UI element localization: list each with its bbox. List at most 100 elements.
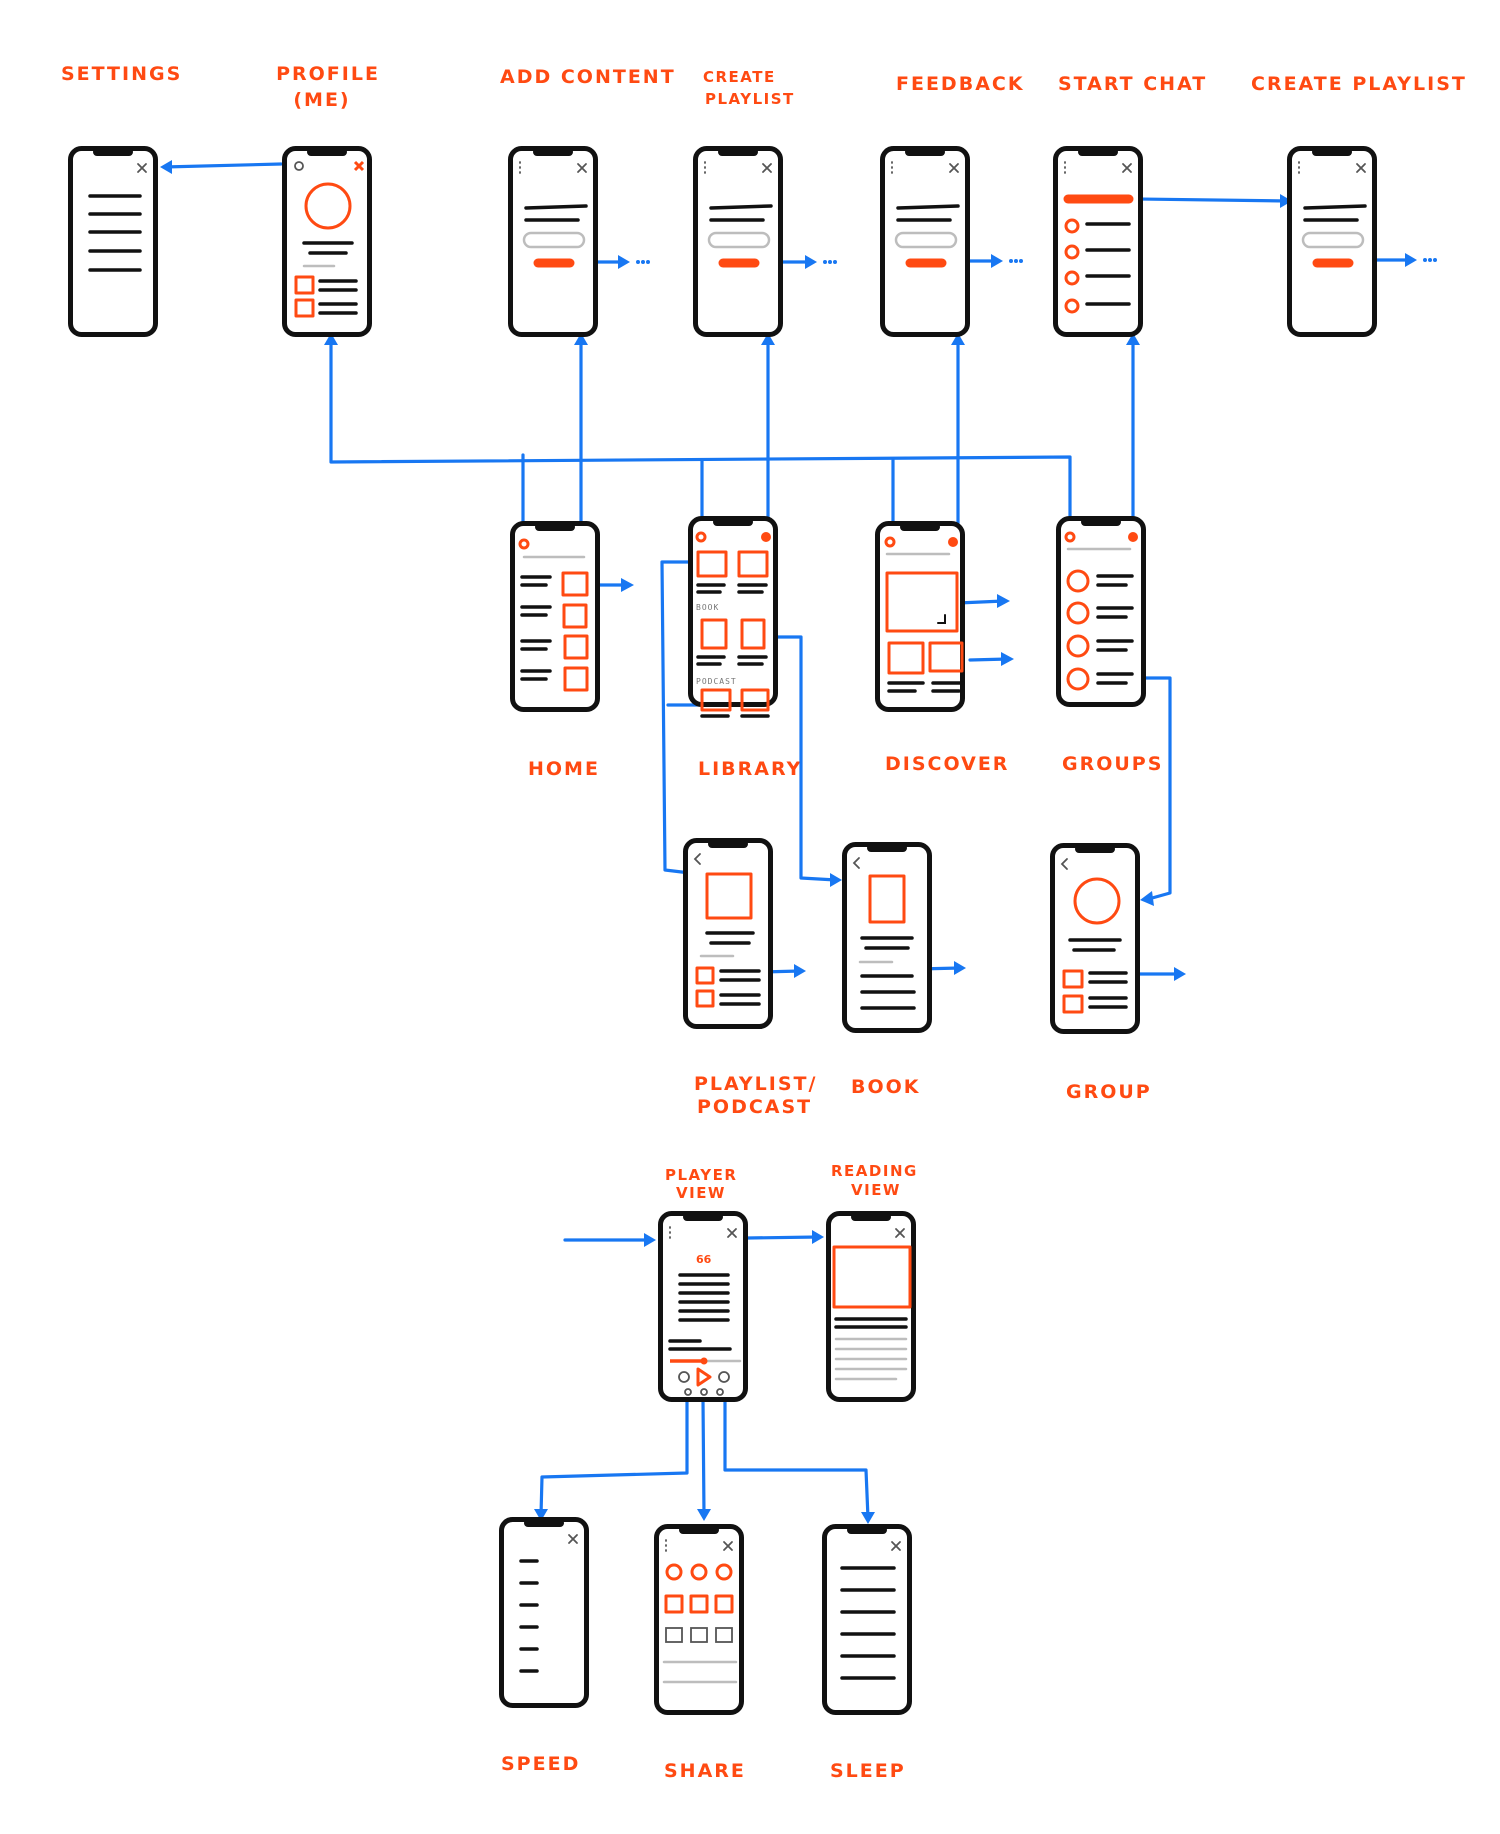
label-reading-view-2: VIEW xyxy=(851,1181,901,1199)
arrowhead-discover-1 xyxy=(997,594,1010,608)
arrowhead-home-stub xyxy=(621,578,634,592)
label-start-chat: START CHAT xyxy=(1058,73,1207,95)
label-playlist-podcast: PLAYLIST/ xyxy=(694,1073,817,1095)
screen-feedback xyxy=(883,148,968,335)
close-icon xyxy=(762,163,772,173)
connector-profile-settings xyxy=(162,162,283,169)
continuation-dots xyxy=(636,258,1437,264)
close-icon xyxy=(577,163,587,173)
arrowhead-sleep xyxy=(861,1512,875,1524)
screen-share xyxy=(657,1526,742,1713)
close-icon xyxy=(949,163,959,173)
connector-player-share xyxy=(701,1398,706,1517)
label-create-playlist-2: PLAYLIST xyxy=(705,90,795,108)
arrowhead-add-content xyxy=(574,333,588,345)
screen-player-view: 66 xyxy=(661,1213,746,1400)
connector-start-chat-create-playlist xyxy=(1138,197,1289,203)
label-player-view-2: VIEW xyxy=(676,1184,726,1202)
label-sleep: SLEEP xyxy=(830,1760,906,1782)
connector-player-speed xyxy=(539,1398,689,1517)
close-icon xyxy=(568,1534,578,1544)
label-speed: SPEED xyxy=(501,1753,580,1775)
profile-icon xyxy=(518,538,530,550)
arrowhead-speed xyxy=(534,1509,548,1521)
connector-player-sleep xyxy=(723,1398,870,1520)
label-add-content: ADD CONTENT xyxy=(500,66,676,88)
close-icon xyxy=(137,163,147,173)
close-icon xyxy=(727,1228,737,1238)
close-icon xyxy=(1122,163,1132,173)
arrowhead-discover-2 xyxy=(1001,652,1014,666)
arrowhead-feedback xyxy=(951,333,965,345)
label-group: GROUP xyxy=(1066,1081,1152,1103)
arrowhead-reading xyxy=(812,1230,824,1244)
label-library: LIBRARY xyxy=(698,758,802,780)
arrowheads xyxy=(160,160,1437,1524)
settings-icon xyxy=(294,161,304,171)
screen-book xyxy=(845,844,930,1031)
avatar xyxy=(304,182,352,230)
arrowhead-profile xyxy=(324,333,338,345)
screen-settings xyxy=(71,148,156,335)
connectors xyxy=(162,162,1414,1520)
profile-icon xyxy=(695,531,707,543)
quote-icon: 66 xyxy=(696,1253,712,1266)
back-icon xyxy=(852,857,860,869)
back-icon xyxy=(693,853,701,865)
rewind-icon[interactable] xyxy=(678,1371,690,1383)
label-share: SHARE xyxy=(664,1760,746,1782)
arrowhead-start-chat xyxy=(1126,333,1140,345)
screen-create-playlist-2 xyxy=(1290,148,1375,335)
label-profile: PROFILE xyxy=(276,63,380,85)
screen-reading-view xyxy=(829,1213,914,1400)
label-settings: SETTINGS xyxy=(61,63,182,85)
sleep-icon[interactable] xyxy=(716,1388,724,1396)
close-icon xyxy=(723,1541,733,1551)
label-create-playlist-right: CREATE PLAYLIST xyxy=(1251,73,1467,95)
section-podcast: PODCAST xyxy=(696,677,737,686)
section-book: BOOK xyxy=(696,603,719,612)
speed-icon[interactable] xyxy=(684,1388,692,1396)
screen-add-content xyxy=(511,148,596,335)
arrowhead-stub-playlist xyxy=(794,964,806,978)
profile-icon xyxy=(1064,531,1076,543)
add-icon xyxy=(761,532,771,542)
arrowhead-create-playlist xyxy=(761,333,775,345)
group-avatar xyxy=(1073,877,1121,925)
close-icon xyxy=(1356,163,1366,173)
arrowhead-stub-feedback xyxy=(991,254,1003,268)
profile-icon xyxy=(884,536,896,548)
back-icon xyxy=(1060,858,1068,870)
arrowhead-stub-book xyxy=(954,961,966,975)
play-icon[interactable] xyxy=(696,1367,712,1387)
arrowhead-settings xyxy=(160,160,172,174)
connector-player-reading xyxy=(746,1235,820,1240)
close-icon xyxy=(891,1541,901,1551)
label-groups: GROUPS xyxy=(1062,753,1163,775)
screen-create-playlist xyxy=(696,148,781,335)
label-discover: DISCOVER xyxy=(885,753,1009,775)
label-home: HOME xyxy=(528,758,600,780)
screen-group xyxy=(1053,845,1138,1032)
forward-icon[interactable] xyxy=(718,1371,730,1383)
label-book: BOOK xyxy=(851,1076,921,1098)
screen-sleep xyxy=(825,1526,910,1713)
screen-home xyxy=(513,523,598,710)
arrowhead-stub-create-2 xyxy=(1405,253,1417,267)
close-icon xyxy=(895,1228,905,1238)
arrowhead-stub-group xyxy=(1174,967,1186,981)
arrowhead-stub-add xyxy=(618,255,630,269)
screen-discover xyxy=(878,523,964,710)
expand-icon xyxy=(937,614,946,624)
label-create-playlist: CREATE xyxy=(703,68,776,86)
share-icon[interactable] xyxy=(700,1388,708,1396)
screen-profile xyxy=(285,148,370,335)
arrowhead-into-player xyxy=(644,1233,656,1247)
screen-speed xyxy=(502,1519,587,1706)
add-icon xyxy=(948,537,958,547)
label-feedback: FEEDBACK xyxy=(896,73,1025,95)
arrowhead-share xyxy=(697,1509,711,1521)
arrowhead-create-playlist-2 xyxy=(1280,194,1292,208)
progress-thumb[interactable] xyxy=(700,1357,708,1365)
close-icon xyxy=(353,160,365,172)
